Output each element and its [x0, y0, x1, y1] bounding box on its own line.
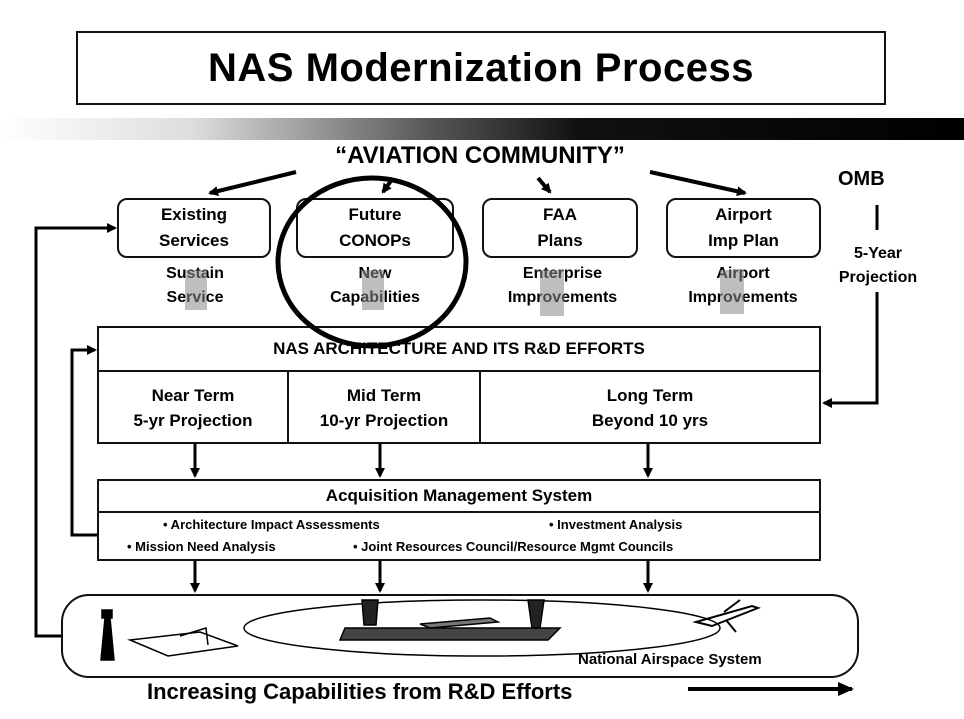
aviation-community-label: “AVIATION COMMUNITY” — [335, 142, 625, 169]
future-conops-box: Future CONOPs — [296, 198, 454, 258]
acquisition-management-box: Acquisition Management System • Architec… — [97, 479, 821, 561]
term-name: Near Term — [151, 386, 235, 405]
nas-architecture-box: NAS ARCHITECTURE AND ITS R&D EFFORTS Nea… — [97, 326, 821, 444]
box-line2: Imp Plan — [708, 231, 779, 250]
shaded-arrows — [185, 270, 744, 316]
box-line2: CONOPs — [339, 231, 411, 250]
community-arrows — [208, 170, 747, 197]
proj-line2: Projection — [838, 269, 918, 286]
box-line1: Airport — [715, 205, 772, 224]
term-projection: 5-yr Projection — [133, 411, 253, 430]
nas-feedback-connector — [34, 223, 117, 638]
mid-term-cell: Mid Term 10-yr Projection — [289, 372, 481, 444]
term-name: Long Term — [606, 386, 694, 405]
ams-heading: Acquisition Management System — [99, 481, 819, 513]
airplane-icon — [692, 599, 761, 633]
investment-analysis-item: • Investment Analysis — [549, 517, 683, 532]
ams-feedback-connector — [70, 345, 97, 537]
proj-line1: 5-Year — [853, 245, 903, 262]
nas-illustration — [100, 599, 761, 661]
ams-to-nas-arrows — [190, 561, 653, 593]
box-line1: FAA — [543, 205, 577, 224]
existing-services-box: Existing Services — [117, 198, 271, 258]
term-name: Mid Term — [346, 386, 422, 405]
joint-resources-item: • Joint Resources Council/Resource Mgmt … — [353, 539, 674, 554]
omb-label: OMB — [838, 168, 885, 190]
bottom-caption: Increasing Capabilities from R&D Efforts — [147, 679, 573, 704]
near-term-cell: Near Term 5-yr Projection — [99, 372, 289, 444]
tower-icon — [100, 617, 115, 661]
mission-need-item: • Mission Need Analysis — [127, 539, 276, 554]
highlight-circle — [275, 175, 469, 349]
arch-to-ams-arrows — [190, 444, 653, 478]
airport-ellipse — [243, 599, 721, 657]
term-projection: Beyond 10 yrs — [591, 411, 709, 430]
nas-label: National Airspace System — [578, 651, 762, 668]
architecture-impact-item: • Architecture Impact Assessments — [163, 517, 380, 532]
control-tower-icon-2 — [527, 599, 545, 629]
divider-band — [0, 118, 964, 140]
airport-imp-plan-box: Airport Imp Plan — [666, 198, 821, 258]
box-line2: Services — [159, 231, 229, 250]
national-airspace-system-box — [61, 594, 859, 678]
box-line2: Plans — [537, 231, 583, 250]
title-box: NAS Modernization Process — [76, 31, 886, 105]
faa-plans-box: FAA Plans — [482, 198, 638, 258]
page-title: NAS Modernization Process — [208, 45, 754, 90]
long-term-cell: Long Term Beyond 10 yrs — [481, 372, 819, 444]
control-tower-icon — [361, 599, 379, 626]
box-line1: Existing — [160, 205, 228, 224]
box-line1: Future — [348, 205, 402, 224]
parked-plane-icon — [419, 617, 501, 629]
projection-connector — [822, 292, 879, 408]
building-icon — [127, 631, 239, 657]
term-projection: 10-yr Projection — [319, 411, 449, 430]
runway-icon — [338, 627, 562, 641]
five-year-projection-label: 5-Year Projection — [822, 242, 934, 290]
